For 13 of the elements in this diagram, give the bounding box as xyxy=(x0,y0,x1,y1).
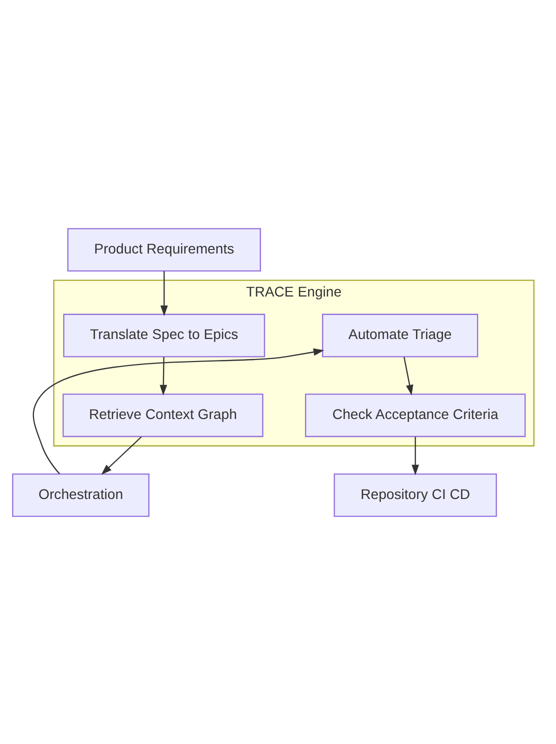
node-box: Automate Triage xyxy=(322,313,478,357)
node-box: Retrieve Context Graph xyxy=(62,393,264,437)
node-box: Orchestration xyxy=(12,472,150,516)
arrow xyxy=(101,436,142,474)
node-box: Repository CI CD xyxy=(334,472,497,516)
node-box: Check Acceptance Criteria xyxy=(305,393,526,437)
arrow xyxy=(404,356,414,395)
node-box: Translate Spec to Epics xyxy=(63,313,266,357)
node-box: Product Requirements xyxy=(67,228,261,272)
arrow xyxy=(412,436,420,475)
arrow xyxy=(32,348,324,474)
arrow xyxy=(160,356,168,395)
arrow xyxy=(160,270,168,316)
